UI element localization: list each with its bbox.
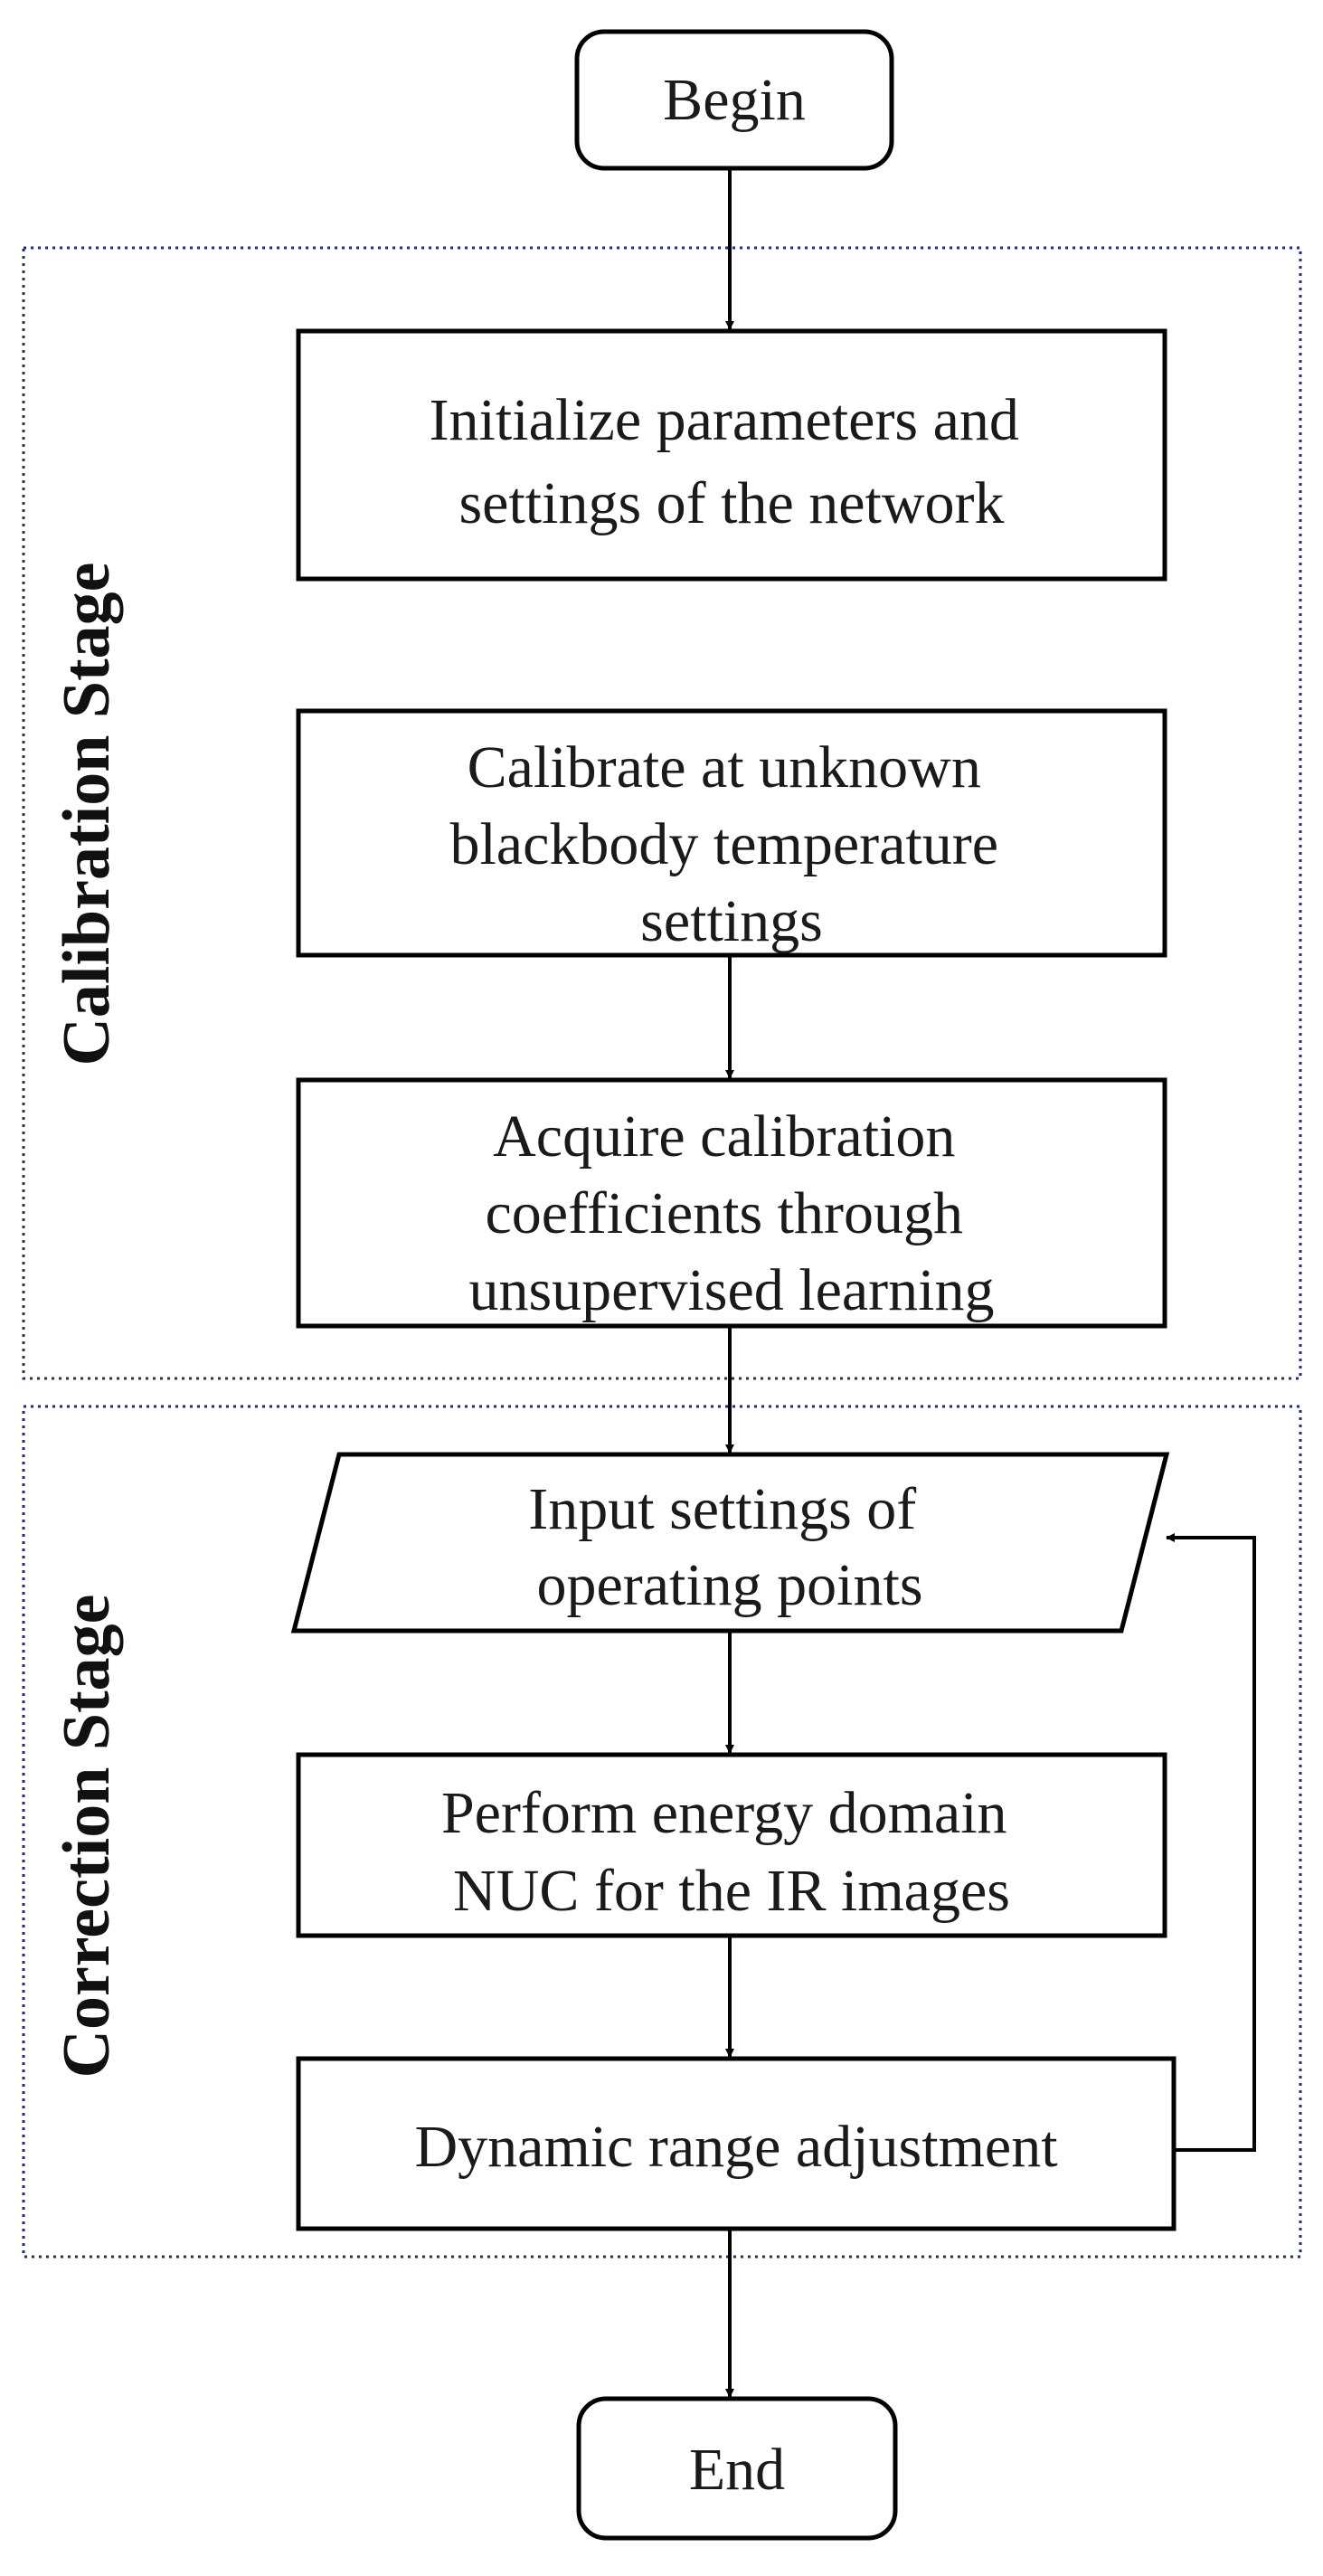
end-terminator [576, 2396, 898, 2541]
perform-line-2: NUC for the IR images [453, 1858, 1010, 1924]
acquire-line-1: Acquire calibration [493, 1103, 955, 1170]
begin-label: Begin [663, 67, 806, 133]
input-parallelogram [290, 1452, 1170, 1634]
dynamic-range-box [296, 2056, 1177, 2231]
correction-stage-box [22, 1405, 1302, 2259]
end-label: End [689, 2437, 785, 2503]
calibrate-label: Calibrate at unknown blackbody temperatu… [449, 734, 1013, 954]
calibrate-line-1: Calibrate at unknown [468, 734, 981, 800]
calibrate-process-box-frame [296, 708, 1167, 958]
dynamic-range-label: Dynamic range adjustment [414, 2114, 1057, 2180]
initialize-line-2: settings of the network [458, 470, 1004, 536]
correction-stage-label: Correction Stage [50, 1595, 124, 2079]
acquire-line-3: unsupervised learning [468, 1257, 994, 1323]
acquire-process-box [296, 1077, 1167, 1329]
calibrate-line-2: blackbody temperature [449, 811, 998, 877]
input-line-2: operating points [536, 1552, 922, 1618]
calibration-stage-label: Calibration Stage [50, 562, 124, 1065]
initialize-label: Initialize parameters and settings of th… [430, 387, 1035, 536]
begin-terminator [574, 29, 894, 171]
perform-process-box [296, 1752, 1167, 1938]
acquire-label: Acquire calibration coefficients through… [468, 1103, 994, 1323]
calibration-stage-box [22, 246, 1302, 1380]
input-label: Input settings of operating points [528, 1476, 931, 1618]
initialize-process-box [296, 328, 1167, 582]
acquire-line-2: coefficients through [486, 1180, 963, 1246]
input-line-1: Input settings of [528, 1476, 916, 1542]
perform-label: Perform energy domain NUC for the IR ima… [441, 1780, 1022, 1924]
initialize-line-1: Initialize parameters and [430, 387, 1019, 453]
arrow-feedback-loop [1166, 1533, 1256, 2152]
calibrate-line-3: settings [640, 888, 823, 954]
perform-line-1: Perform energy domain [441, 1780, 1007, 1846]
